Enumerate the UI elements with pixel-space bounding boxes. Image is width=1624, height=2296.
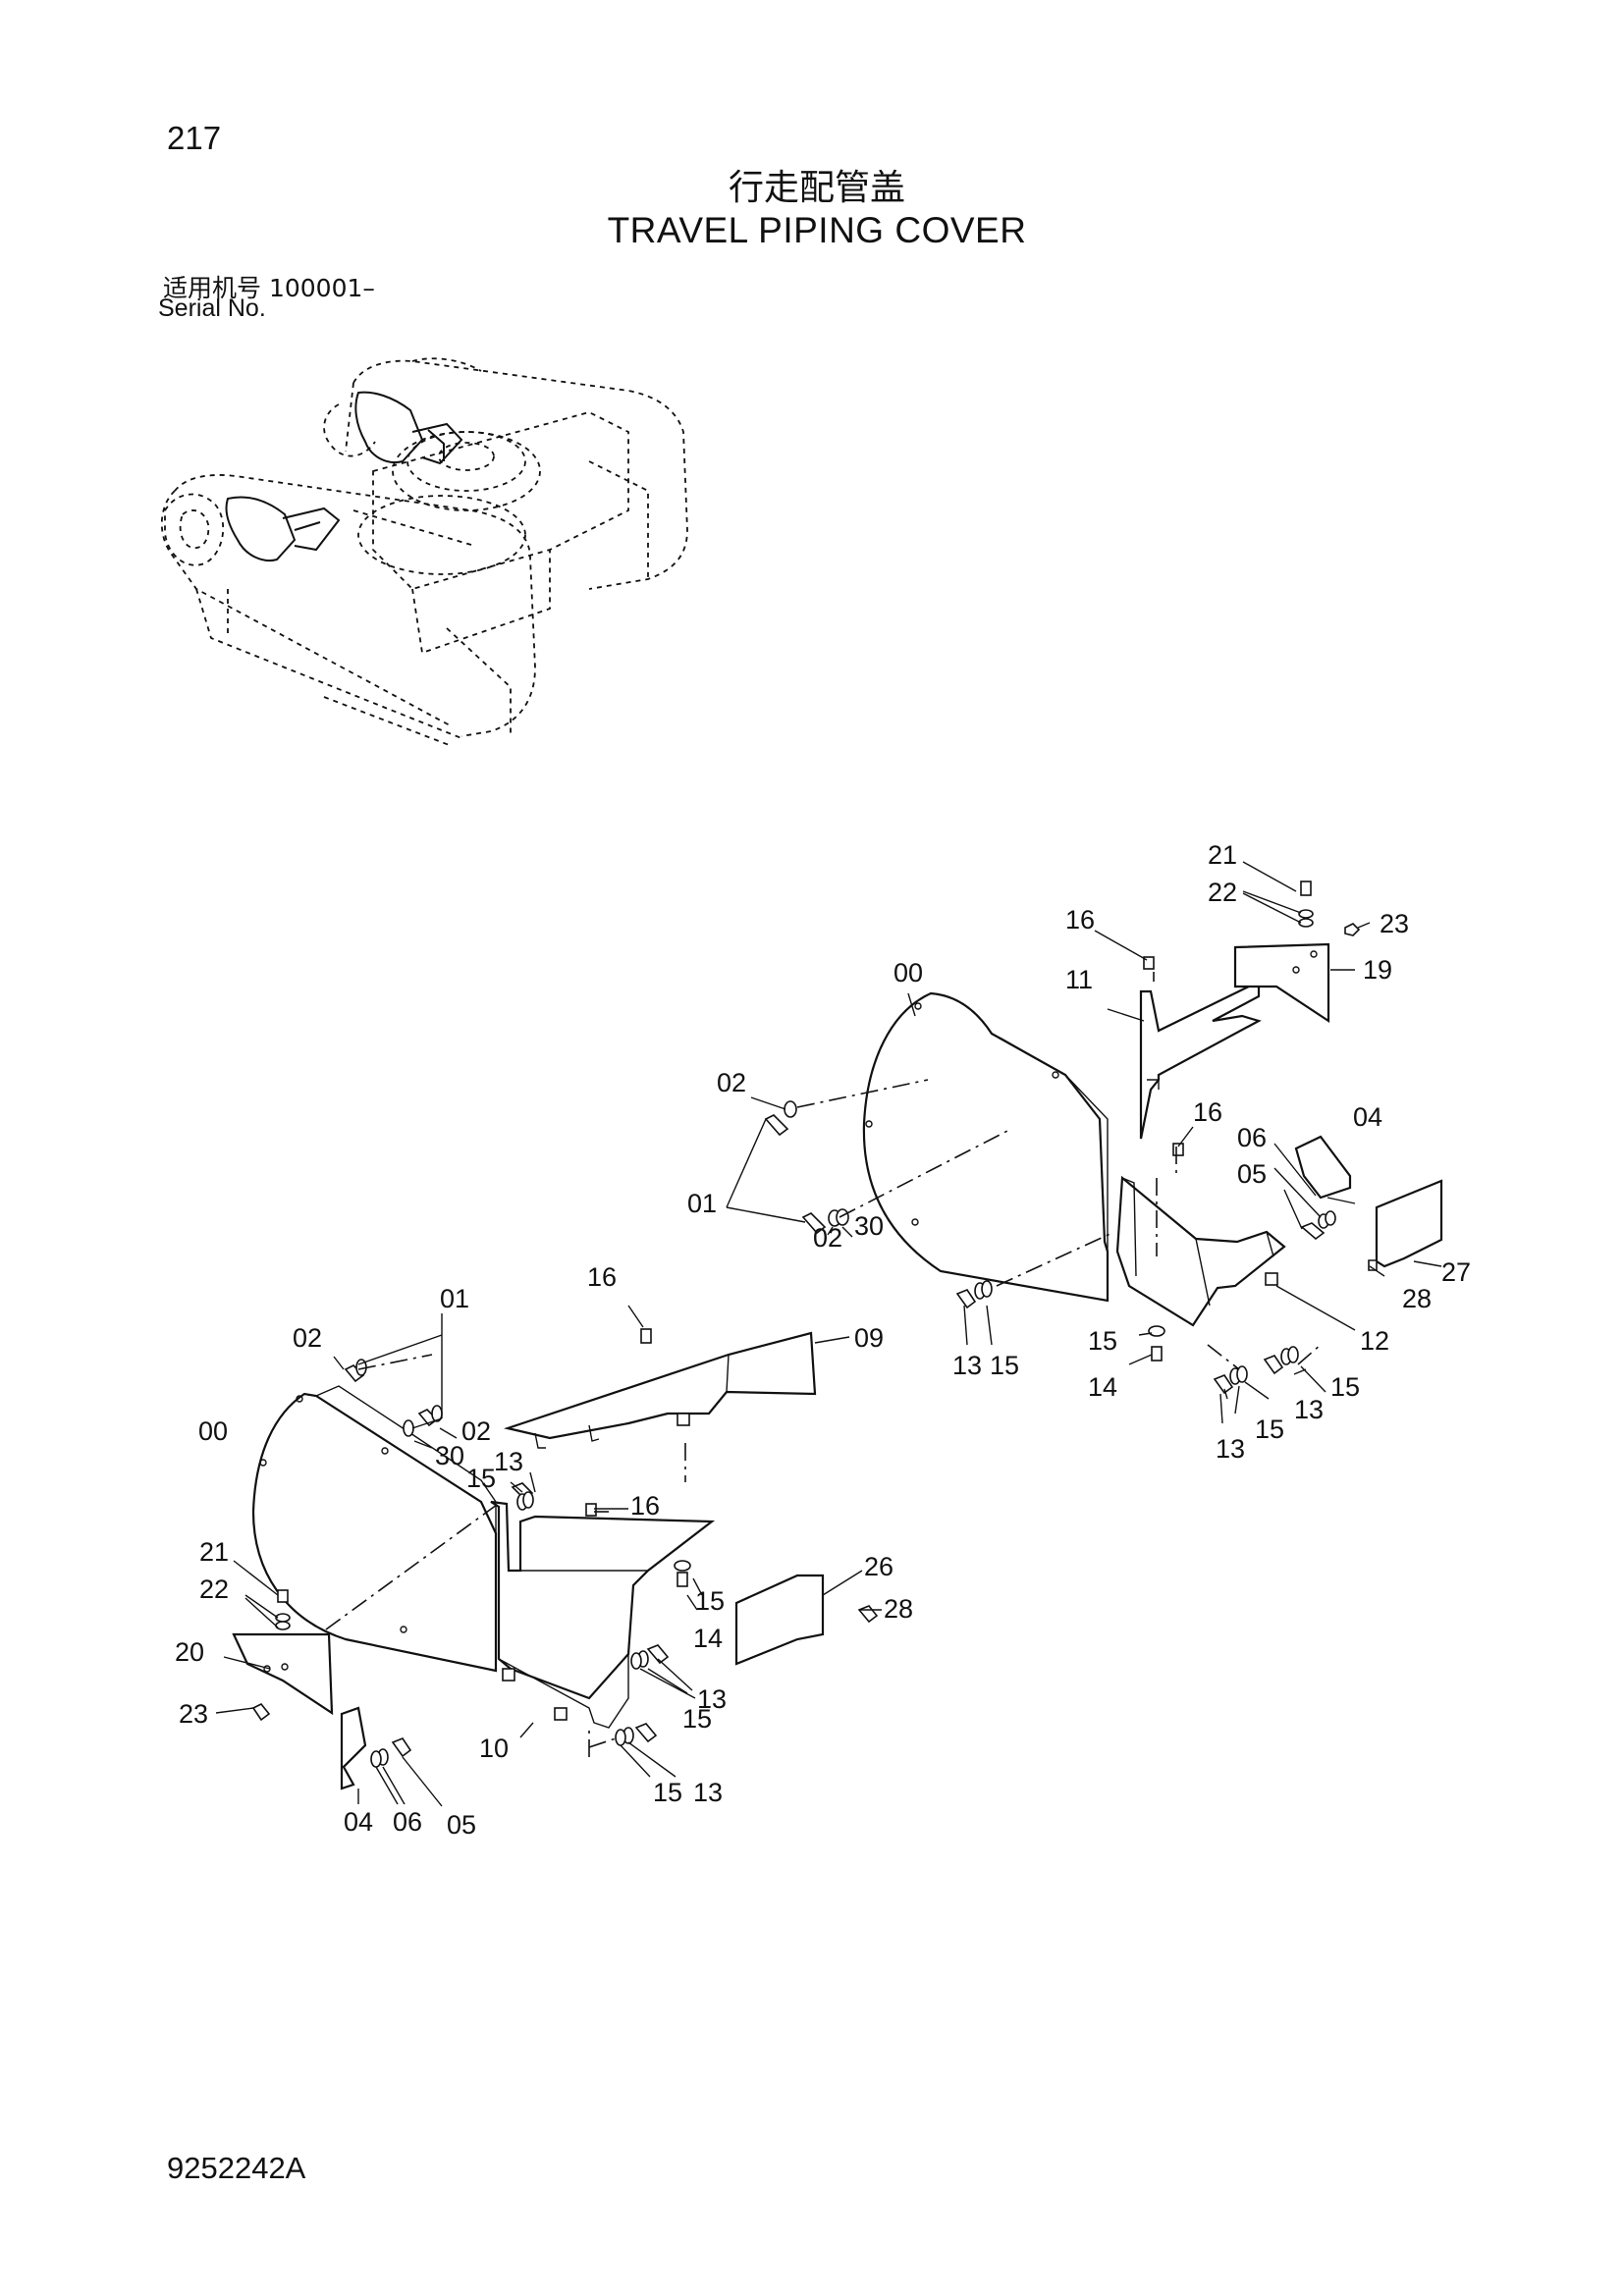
- callout-13: 13: [693, 1778, 723, 1807]
- callout-06: 06: [1237, 1123, 1267, 1152]
- callout-15: 15: [990, 1351, 1019, 1380]
- callout-02: 02: [717, 1068, 746, 1097]
- callout-04: 04: [344, 1807, 373, 1837]
- callout-13: 13: [952, 1351, 982, 1380]
- hardware-right: [764, 881, 1378, 1395]
- callout-00: 00: [893, 958, 923, 988]
- callout-10: 10: [479, 1734, 509, 1763]
- piping-cover-left: [251, 1392, 498, 1673]
- undercarriage-overview: [160, 357, 688, 747]
- callout-05: 05: [447, 1810, 476, 1840]
- page-title: TRAVEL PIPING COVER: [607, 210, 1027, 250]
- upper-right-assembly: [764, 881, 1443, 1395]
- serial-label: Serial No.: [158, 294, 266, 322]
- callouts: 21 22 23 16 00 11 19 02 16 04 06 05 01 0…: [175, 840, 1471, 1840]
- callout-21: 21: [199, 1537, 229, 1567]
- callout-02: 02: [813, 1223, 842, 1253]
- hardware-left: [251, 1328, 879, 1768]
- bracket-left-main: [490, 1500, 716, 1700]
- plate-left: [232, 1632, 334, 1716]
- serial-label-chinese: 适用机号 100001–: [163, 274, 375, 302]
- callout-05: 05: [1237, 1159, 1267, 1189]
- callout-14: 14: [693, 1624, 723, 1653]
- callout-13: 13: [1294, 1395, 1324, 1424]
- callout-13: 13: [494, 1447, 523, 1476]
- bracket-right-upper: [1139, 980, 1262, 1140]
- callout-13: 13: [1216, 1434, 1245, 1464]
- cover-right-side: [1375, 1179, 1443, 1268]
- callout-15: 15: [653, 1778, 682, 1807]
- callout-30: 30: [854, 1211, 884, 1241]
- callout-19: 19: [1363, 955, 1392, 985]
- lower-left-assembly: [232, 1328, 879, 1790]
- callout-16: 16: [1065, 905, 1095, 934]
- callout-22: 22: [1208, 878, 1237, 907]
- callout-23: 23: [1380, 909, 1409, 938]
- callout-26: 26: [864, 1552, 893, 1581]
- callout-27: 27: [1441, 1257, 1471, 1287]
- callout-02: 02: [461, 1416, 491, 1446]
- callout-01: 01: [687, 1189, 717, 1218]
- callout-15: 15: [682, 1704, 712, 1734]
- callout-11: 11: [1065, 965, 1093, 994]
- callout-15: 15: [695, 1586, 725, 1616]
- callout-23: 23: [179, 1699, 208, 1729]
- callout-16: 16: [1193, 1097, 1222, 1127]
- callout-14: 14: [1088, 1372, 1117, 1402]
- callout-21: 21: [1208, 840, 1237, 870]
- callout-13: 13: [697, 1684, 727, 1714]
- callout-15: 15: [466, 1464, 496, 1493]
- piping-cover-right: [862, 991, 1110, 1303]
- page-title-chinese: 行走配管盖: [728, 168, 905, 208]
- callout-16: 16: [587, 1262, 617, 1292]
- bracket-left-small: [340, 1706, 367, 1790]
- callout-02: 02: [293, 1323, 322, 1353]
- callout-20: 20: [175, 1637, 204, 1667]
- callout-28: 28: [884, 1594, 913, 1624]
- callout-04: 04: [1353, 1102, 1382, 1132]
- cover-left-side: [734, 1574, 825, 1666]
- bracket-right-small: [1294, 1135, 1352, 1200]
- leader-lines: [215, 861, 1442, 1807]
- cover-left-top: [503, 1331, 817, 1440]
- callout-09: 09: [854, 1323, 884, 1353]
- callout-00: 00: [198, 1416, 228, 1446]
- callout-15: 15: [1255, 1415, 1284, 1444]
- callout-15: 15: [1330, 1372, 1360, 1402]
- page-number: 217: [167, 120, 222, 156]
- document-number: 9252242A: [167, 2151, 306, 2185]
- callout-30: 30: [435, 1441, 464, 1470]
- callout-28: 28: [1402, 1284, 1432, 1313]
- callout-15: 15: [1088, 1326, 1117, 1356]
- callout-12: 12: [1360, 1326, 1389, 1356]
- callout-06: 06: [393, 1807, 422, 1837]
- callout-22: 22: [199, 1575, 229, 1604]
- plate-right: [1233, 942, 1330, 1024]
- callout-16: 16: [630, 1491, 660, 1521]
- callout-01: 01: [440, 1284, 469, 1313]
- cover-right-lower: [1115, 1175, 1286, 1327]
